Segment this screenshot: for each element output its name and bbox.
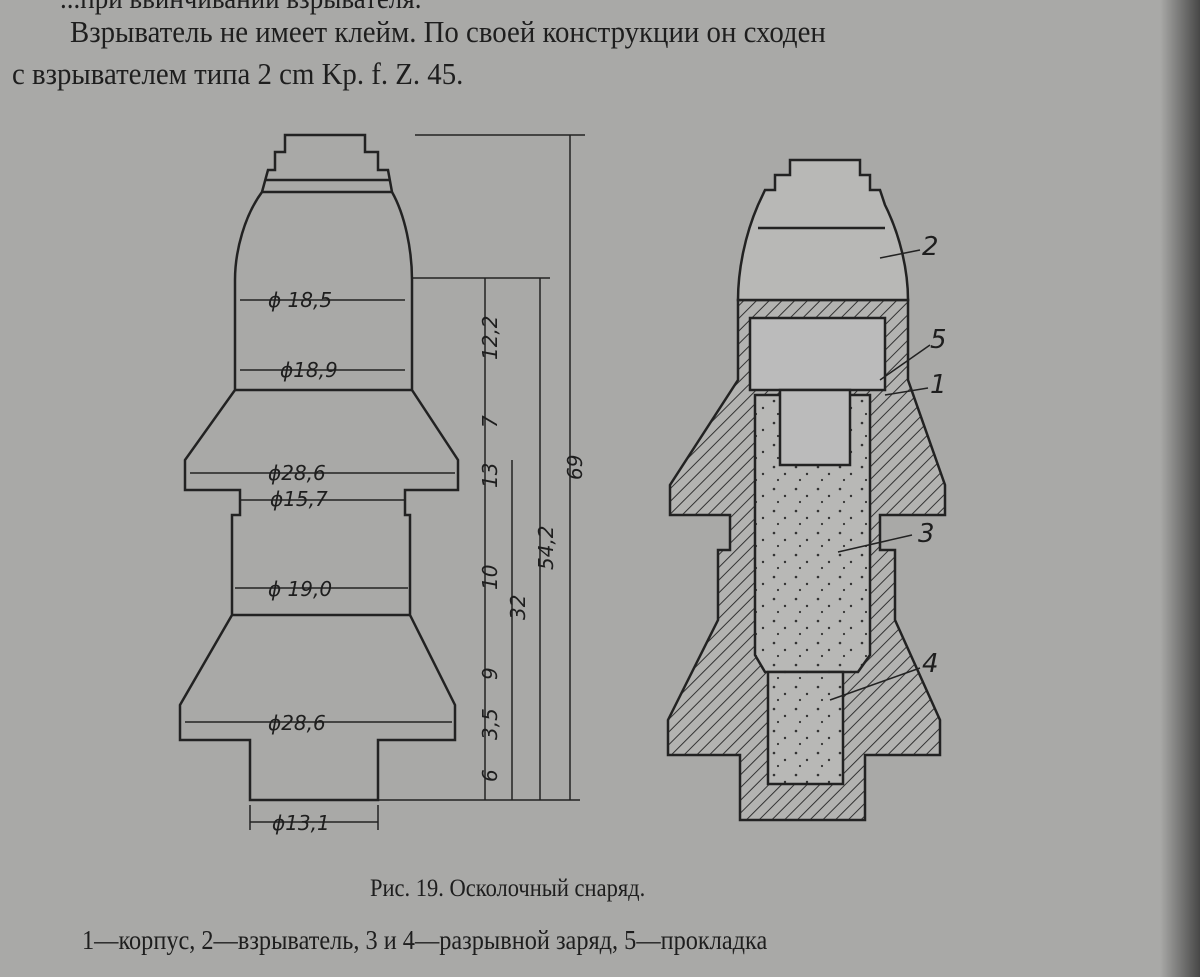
len-542: 54,2 — [534, 525, 558, 570]
dim-d286-top: ϕ28,6 — [268, 461, 326, 485]
fuze-threaded-part — [748, 316, 887, 392]
dim-d131: ϕ13,1 — [272, 811, 330, 835]
len-35: 3,5 — [478, 708, 502, 740]
part-labels: 2 5 1 3 4 — [829, 232, 947, 701]
text-line-2: с взрывателем типа 2 cm Kp. f. Z. 45. — [12, 56, 464, 91]
len-9: 9 — [478, 667, 502, 680]
figure-legend: 1—корпус, 2—взрыватель, 3 и 4—разрывной … — [82, 925, 768, 955]
dim-d190: ϕ 19,0 — [268, 577, 332, 601]
dim-d157: ϕ15,7 — [270, 487, 328, 511]
len-7: 7 — [478, 415, 502, 428]
length-labels: 12,2 7 13 10 9 3,5 6 32 54,2 69 — [478, 315, 587, 782]
len-69: 69 — [563, 455, 587, 480]
figure-caption: Рис. 19. Осколочный снаряд. — [370, 875, 646, 902]
diameter-labels: ϕ 18,5 ϕ18,9 ϕ28,6 ϕ15,7 ϕ 19,0 ϕ28,6 ϕ1… — [268, 288, 338, 835]
label-1: 1 — [930, 370, 947, 400]
len-13: 13 — [478, 463, 502, 488]
section-view — [666, 158, 947, 822]
label-5: 5 — [930, 325, 947, 355]
text-line-partial: ...при ввинчивании взрывателя. — [60, 0, 421, 16]
len-6: 6 — [478, 769, 502, 782]
label-2: 2 — [922, 232, 939, 262]
dim-d189: ϕ18,9 — [280, 358, 338, 382]
dimension-lines — [185, 134, 585, 830]
len-32: 32 — [506, 595, 530, 620]
label-4: 4 — [922, 649, 939, 679]
label-3: 3 — [918, 519, 935, 549]
page-edge-shadow — [1160, 0, 1200, 977]
len-122: 12,2 — [478, 315, 502, 360]
dim-d286-bottom: ϕ28,6 — [268, 711, 326, 735]
len-10: 10 — [478, 565, 502, 590]
dim-d185: ϕ 18,5 — [268, 288, 332, 312]
text-line-1: Взрыватель не имеет клейм. По своей конс… — [70, 14, 826, 49]
